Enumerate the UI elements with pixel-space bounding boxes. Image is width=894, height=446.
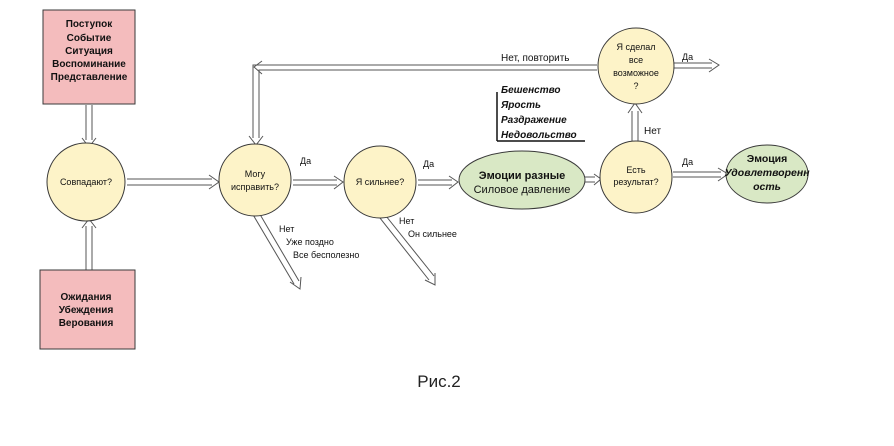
node-can-fix: Могу исправить? bbox=[218, 143, 292, 217]
node-can-fix-line-1: Могу bbox=[245, 169, 266, 179]
node-match-label: Совпадают? bbox=[60, 177, 112, 187]
node-did-all-line-1: Я сделал bbox=[617, 42, 656, 52]
input-bottom-line-1: Ожидания bbox=[61, 292, 112, 303]
node-result-line-1: Есть bbox=[626, 165, 646, 175]
emotion-item-3: Раздражение bbox=[501, 115, 567, 126]
label-no-repeat: Нет, повторить bbox=[501, 53, 570, 64]
arrow-emotions-to-result bbox=[585, 173, 602, 186]
node-emotions-line-1: Эмоции разные bbox=[479, 170, 565, 182]
node-match: Совпадают? bbox=[46, 142, 126, 222]
input-top-line-3: Ситуация bbox=[65, 46, 113, 57]
emotion-item-4: Недовольство bbox=[501, 130, 577, 141]
node-stronger-label: Я сильнее? bbox=[356, 177, 404, 187]
label-no-stronger-2: Он сильнее bbox=[408, 229, 457, 239]
arrow-bottom-box-to-match bbox=[81, 218, 97, 270]
edge-labels: Да Да Да Да Нет Нет, повторить Нет Уже п… bbox=[279, 52, 693, 260]
arrow-top-box-to-match bbox=[81, 105, 97, 148]
arrow-stronger-no bbox=[375, 210, 436, 286]
node-satisfaction-line-1: Эмоция bbox=[747, 153, 788, 165]
label-yes-stronger: Да bbox=[423, 159, 434, 169]
label-yes-did-all: Да bbox=[682, 52, 693, 62]
emotion-list-bracket bbox=[496, 92, 585, 142]
input-top-line-1: Поступок bbox=[66, 19, 114, 30]
label-no-can-fix-3: Все бесполезно bbox=[293, 250, 359, 260]
emotion-list: Бешенство Ярость Раздражение Недовольств… bbox=[500, 85, 577, 141]
arrow-match-to-can-fix bbox=[127, 174, 220, 190]
label-no-result: Нет bbox=[644, 126, 661, 137]
figure-caption: Рис.2 bbox=[417, 372, 461, 391]
arrow-stronger-to-emotions bbox=[418, 175, 459, 190]
arrow-result-to-satisfaction bbox=[673, 167, 729, 182]
input-top-line-4: Воспоминание bbox=[52, 59, 126, 70]
node-can-fix-line-2: исправить? bbox=[231, 182, 279, 192]
label-yes-can-fix: Да bbox=[300, 156, 311, 166]
node-did-all-line-2: все bbox=[629, 55, 643, 65]
node-did-all-line-4: ? bbox=[633, 81, 638, 91]
node-result-line-2: результат? bbox=[613, 177, 658, 187]
node-did-all: Я сделал все возможное ? bbox=[597, 27, 675, 105]
node-emotions-line-2: Силовое давление bbox=[474, 184, 571, 196]
input-bottom-line-3: Верования bbox=[59, 318, 114, 329]
node-satisfaction: Эмоция Удовлетворенн ость bbox=[724, 144, 810, 204]
node-did-all-line-3: возможное bbox=[613, 68, 659, 78]
node-satisfaction-line-3: ость bbox=[753, 181, 781, 193]
label-no-can-fix-2: Уже поздно bbox=[286, 237, 334, 247]
node-satisfaction-line-2: Удовлетворенн bbox=[724, 167, 810, 179]
arrow-result-to-did-all bbox=[627, 102, 643, 142]
arrow-can-fix-to-stronger bbox=[293, 175, 344, 190]
arrow-can-fix-no bbox=[251, 210, 302, 290]
label-no-stronger-1: Нет bbox=[399, 216, 414, 226]
node-result: Есть результат? bbox=[599, 140, 673, 214]
emotion-item-2: Ярость bbox=[500, 100, 541, 111]
connectors bbox=[81, 58, 729, 290]
input-box-top: Поступок Событие Ситуация Воспоминание П… bbox=[42, 9, 136, 105]
input-bottom-line-2: Убеждения bbox=[59, 304, 114, 316]
emotion-item-1: Бешенство bbox=[501, 85, 561, 96]
node-emotions: Эмоции разные Силовое давление bbox=[458, 150, 586, 210]
label-yes-result: Да bbox=[682, 157, 693, 167]
label-no-can-fix-1: Нет bbox=[279, 224, 294, 234]
node-stronger: Я сильнее? bbox=[343, 145, 417, 219]
input-top-line-2: Событие bbox=[67, 32, 112, 44]
input-box-bottom: Ожидания Убеждения Верования bbox=[39, 269, 136, 350]
arrow-did-all-yes bbox=[674, 58, 720, 73]
input-top-line-5: Представление bbox=[51, 72, 128, 83]
